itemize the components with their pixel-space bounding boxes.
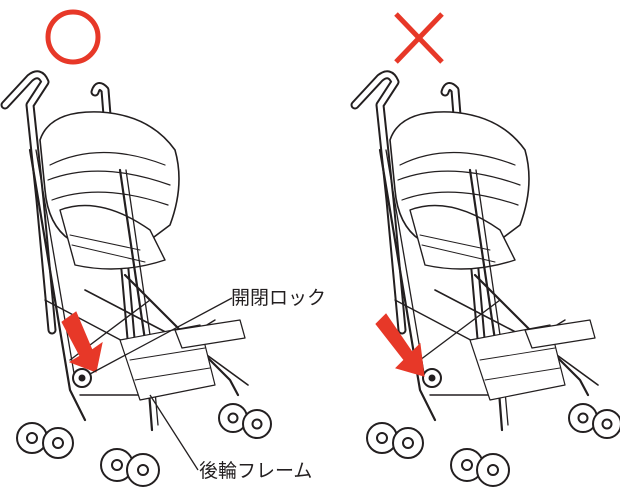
panel-correct [5,9,271,486]
cross-mark-icon [394,12,444,64]
panel-incorrect [355,12,620,486]
lock-label: 開閉ロック [231,287,327,309]
press-arrow-icon [61,311,103,373]
rear-frame-label: 後輪フレーム [199,460,313,482]
press-arrow-icon [375,313,425,377]
lock-leader-line [89,297,233,375]
rear-frame-leader-line [149,394,199,471]
circle-mark-icon [45,9,101,65]
